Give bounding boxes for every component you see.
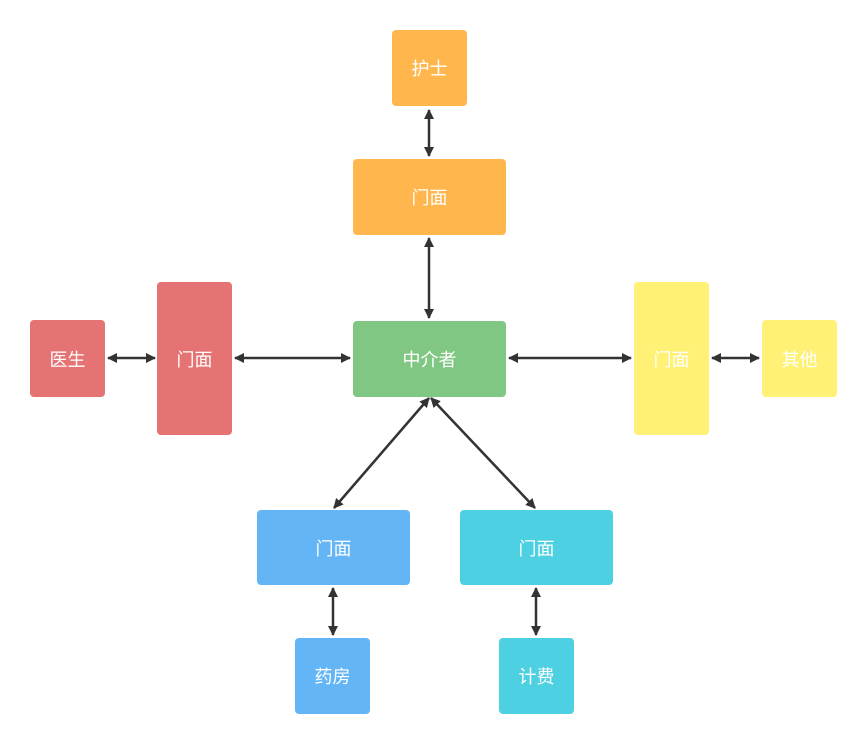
edge-mediator-facade-bottom-right — [430, 397, 536, 509]
node-facade-right[interactable]: 门面 — [634, 282, 709, 435]
node-facade-bottom-left[interactable]: 门面 — [257, 510, 410, 585]
node-nurse[interactable]: 护士 — [392, 30, 467, 106]
node-facade-top[interactable]: 门面 — [353, 159, 506, 235]
node-facade-left[interactable]: 门面 — [157, 282, 232, 435]
node-billing[interactable]: 计费 — [499, 638, 574, 714]
node-doctor[interactable]: 医生 — [30, 320, 105, 397]
node-facade-bottom-right[interactable]: 门面 — [460, 510, 613, 585]
node-pharmacy[interactable]: 药房 — [295, 638, 370, 714]
edge-mediator-facade-bottom-left — [333, 397, 430, 509]
node-other[interactable]: 其他 — [762, 320, 837, 397]
node-mediator[interactable]: 中介者 — [353, 321, 506, 397]
